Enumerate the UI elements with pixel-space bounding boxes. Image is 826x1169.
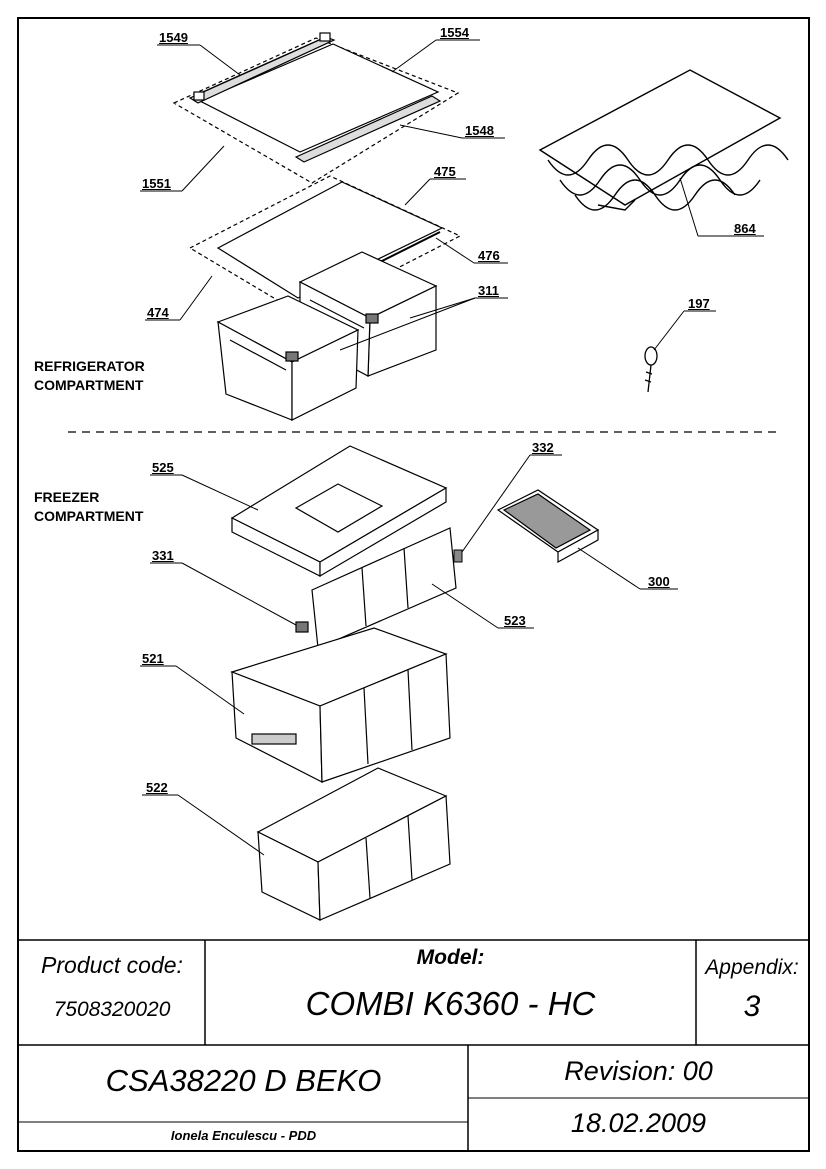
crisper-drawers-311: [216, 251, 438, 421]
part-label-197: 197: [688, 296, 710, 311]
freezer-heading-line1: FREEZER: [34, 489, 100, 505]
document-number: CSA38220 D BEKO: [105, 1063, 382, 1098]
freezer-flap-525: [230, 445, 448, 578]
appendix-value: 3: [743, 990, 761, 1023]
revision: Revision: 00: [564, 1056, 713, 1086]
part-label-1549: 1549: [159, 30, 188, 45]
part-label-523: 523: [504, 613, 526, 628]
appendix-label: Appendix:: [705, 956, 799, 979]
refrigerator-heading-line1: REFRIGERATOR: [34, 358, 145, 374]
part-label-475: 475: [434, 164, 456, 179]
freezer-drawer-523: [295, 527, 457, 649]
author: Ionela Enculescu - PDD: [170, 1128, 317, 1143]
part-label-311: 311: [478, 283, 499, 298]
part-label-525: 525: [152, 460, 174, 475]
model-label: Model:: [416, 946, 485, 969]
part-label-476: 476: [478, 248, 500, 263]
date: 18.02.2009: [570, 1108, 707, 1138]
freezer-drawer-522: [256, 767, 451, 921]
model-value: COMBI K6360 - HC: [305, 985, 596, 1022]
refrigerator-heading-line2: COMPARTMENT: [34, 377, 144, 393]
leader-lines: [140, 39, 764, 856]
part-label-521: 521: [142, 651, 164, 666]
shelf-1554-assembly: [172, 32, 460, 184]
part-label-522: 522: [146, 780, 168, 795]
freezer-heading-line2: COMPARTMENT: [34, 508, 144, 524]
freezer-drawer-521: [230, 627, 451, 783]
product-code-label: Product code:: [41, 952, 183, 978]
part-label-1551: 1551: [142, 176, 171, 191]
part-label-1548: 1548: [465, 123, 494, 138]
part-label-1554: 1554: [440, 25, 469, 40]
wine-rack-864: [538, 69, 789, 211]
part-label-300: 300: [648, 574, 670, 589]
key-197: [644, 346, 658, 393]
clip-332: [453, 549, 463, 563]
ice-tray-300: [496, 489, 600, 564]
part-label-474: 474: [147, 305, 169, 320]
product-code-value: 7508320020: [53, 998, 171, 1021]
part-label-332: 332: [532, 440, 554, 455]
part-label-331: 331: [152, 548, 174, 563]
part-label-864: 864: [734, 221, 756, 236]
sheet-border: [17, 17, 810, 1152]
